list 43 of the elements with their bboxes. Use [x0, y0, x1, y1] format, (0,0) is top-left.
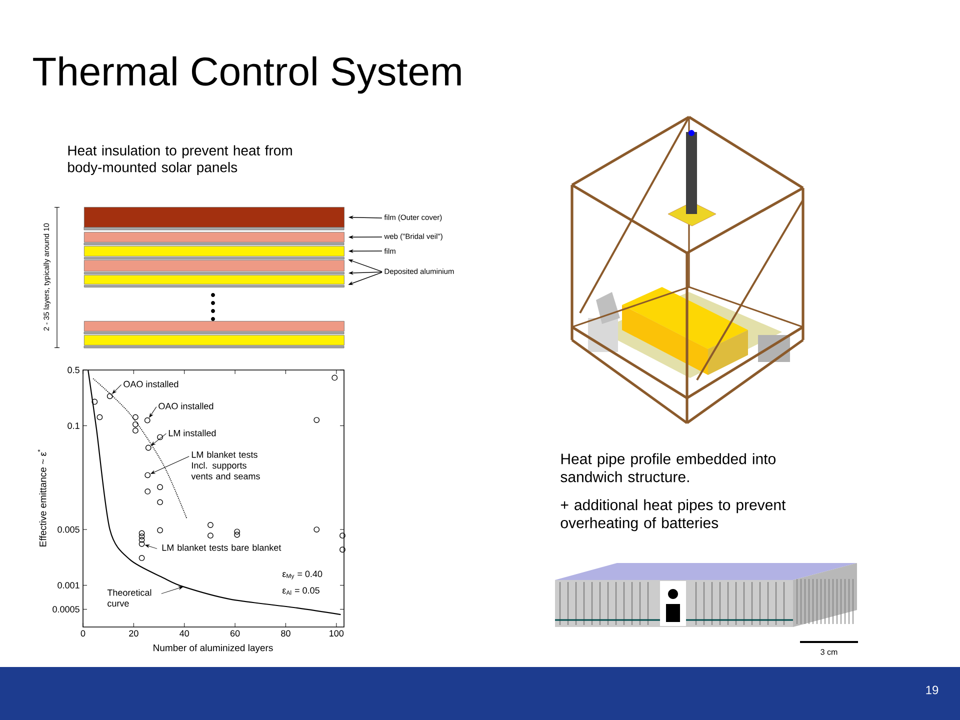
insulation-layer [84, 275, 344, 284]
plot-annotation: Theoretical curve [107, 589, 152, 607]
plot-annotation: ε$_{My}$ = 0.40 [282, 570, 322, 580]
description-text: + additional heat pipes to prevent overheating of batteries [560, 499, 786, 532]
tick-label: 40 [180, 630, 190, 637]
annotation-arrow [151, 433, 166, 446]
plot-annotation: LM blanket tests Incl. supports vents and seams [191, 451, 260, 480]
tick-label: 0.005 [58, 526, 80, 533]
tick-label: 20 [129, 630, 138, 637]
tick-label: 80 [281, 630, 290, 637]
caption-text: Heat insulation to prevent heat from body-mounted solar panels [68, 145, 292, 176]
annotation-arrow [150, 456, 190, 474]
aluminium-coating [84, 257, 344, 260]
annotation-arrow [145, 544, 158, 549]
tick-label: 60 [230, 630, 240, 637]
tick-label: 0 [80, 630, 86, 637]
page-number: 19 [926, 686, 938, 694]
tick-label: 0.0005 [52, 606, 80, 612]
tick-label: 100 [330, 630, 344, 637]
insulation-layer [84, 260, 344, 272]
insulation-layer [84, 207, 344, 228]
aluminium-coating [84, 272, 344, 274]
tick-label: 0.5 [68, 366, 80, 374]
aluminium-coating [84, 285, 344, 288]
annotation-arrow [149, 406, 157, 418]
insulation-layer [84, 246, 344, 256]
annotation-arrow [112, 384, 122, 394]
tick-label: 0.1 [68, 422, 80, 429]
plot-annotation: LM blanket tests bare blanket [162, 544, 282, 551]
scale-label: 3 cm [820, 649, 838, 655]
slide-title: Thermal Control System [33, 56, 461, 94]
plot-annotation: OAO installed [158, 402, 214, 410]
insulation-layer [84, 232, 344, 242]
insulation-layer [84, 321, 344, 332]
plot-annotation: ε$_{Al}$ = 0.05 [282, 587, 320, 595]
axis-title: Effective emittance ~ ε$^{*}$ [38, 450, 46, 546]
axis-title: Number of aluminized layers [154, 644, 273, 654]
plot-annotation: OAO installed [124, 380, 178, 388]
tick-label: 0.001 [58, 582, 80, 588]
plot-annotation: LM installed [168, 430, 216, 436]
description-text: Heat pipe profile embedded into sandwich structure. [560, 453, 776, 482]
annotation-arrow [161, 586, 183, 594]
insulation-layer [84, 335, 344, 346]
